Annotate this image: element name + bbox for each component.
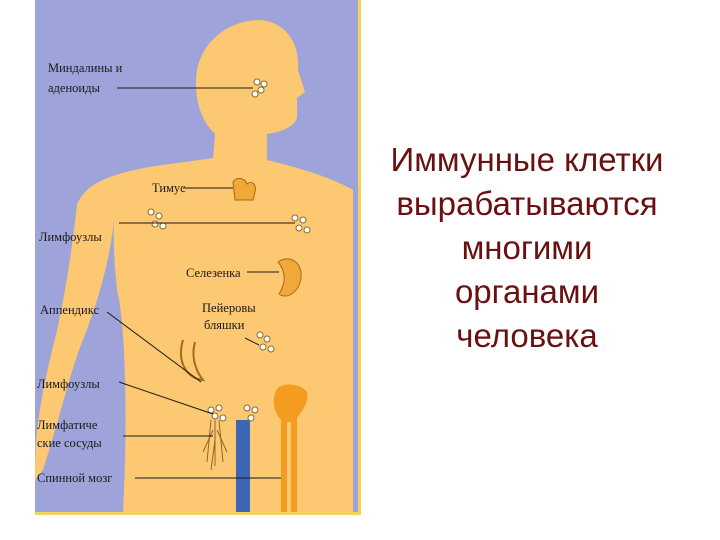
human-body-silhouette [35, 20, 353, 512]
caption-line: Иммунные клетки [390, 141, 664, 178]
label-bone-marrow: Спинной мозг [37, 471, 113, 485]
label-thymus: Тимус [152, 181, 186, 195]
label-peyer-line2: бляшки [204, 318, 245, 332]
label-peyer-line1: Пейеровы [202, 301, 256, 315]
spleen-organ [277, 258, 302, 297]
caption-line: органами [454, 273, 600, 310]
label-lymph-nodes-lower: Лимфоузлы [37, 377, 100, 391]
label-spleen: Селезенка [186, 266, 241, 280]
thymus-organ [232, 177, 256, 201]
caption-line: вырабатываются [396, 185, 658, 222]
spinal-cord [236, 420, 250, 512]
caption-line: многими [461, 229, 593, 266]
label-appendix: Аппендикс [40, 303, 100, 317]
leader-lines [106, 87, 295, 479]
label-vessels-line1: Лимфатиче [37, 418, 98, 432]
label-lymph-nodes-upper: Лимфоузлы [39, 230, 102, 244]
label-tonsils-line2: аденоиды [48, 81, 100, 95]
lymph-node-clusters [147, 78, 311, 422]
slide-caption: Иммунные клетки вырабатываются многими о… [362, 138, 692, 358]
appendix-organ [180, 339, 206, 382]
label-tonsils-line1: Миндалины и [48, 61, 123, 75]
caption-line: человека [456, 317, 598, 354]
label-vessels-line2: ские сосуды [37, 436, 102, 450]
immune-system-diagram [35, 20, 353, 512]
lymphatic-vessels [202, 419, 228, 471]
